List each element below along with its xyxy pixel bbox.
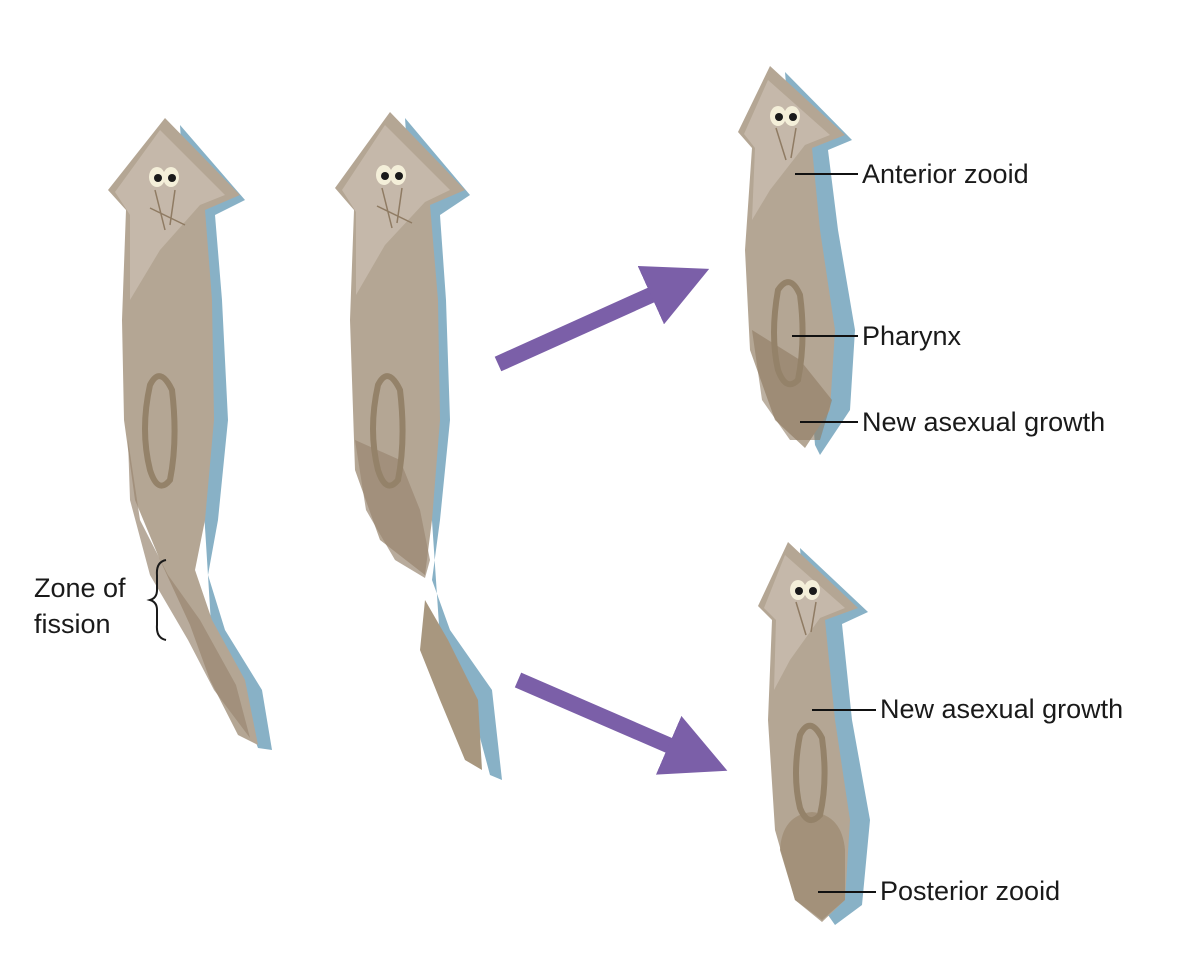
label-zone-of-fission: Zone of fission bbox=[34, 570, 154, 642]
eyes-icon bbox=[376, 165, 406, 185]
label-zone-of-fission-line1: Zone of bbox=[34, 573, 126, 603]
eyes-icon bbox=[149, 167, 179, 187]
anterior-zooid bbox=[738, 66, 855, 455]
posterior-zooid bbox=[758, 542, 870, 925]
flatworm-dividing bbox=[335, 112, 502, 780]
label-zone-of-fission-line2: fission bbox=[34, 609, 111, 639]
flatworm-intact bbox=[108, 118, 272, 750]
arrow-to-anterior bbox=[494, 265, 710, 372]
label-new-asexual-growth-top: New asexual growth bbox=[862, 407, 1106, 437]
label-new-asexual-growth-bottom: New asexual growth bbox=[880, 694, 1124, 724]
zone-of-fission-brace bbox=[146, 559, 167, 641]
label-posterior-zooid: Posterior zooid bbox=[880, 876, 1061, 906]
eyes-icon bbox=[790, 580, 820, 600]
label-anterior-zooid: Anterior zooid bbox=[862, 159, 1029, 189]
arrow-to-posterior bbox=[514, 672, 728, 775]
label-pharynx: Pharynx bbox=[862, 321, 962, 351]
eyes-icon bbox=[770, 106, 800, 126]
